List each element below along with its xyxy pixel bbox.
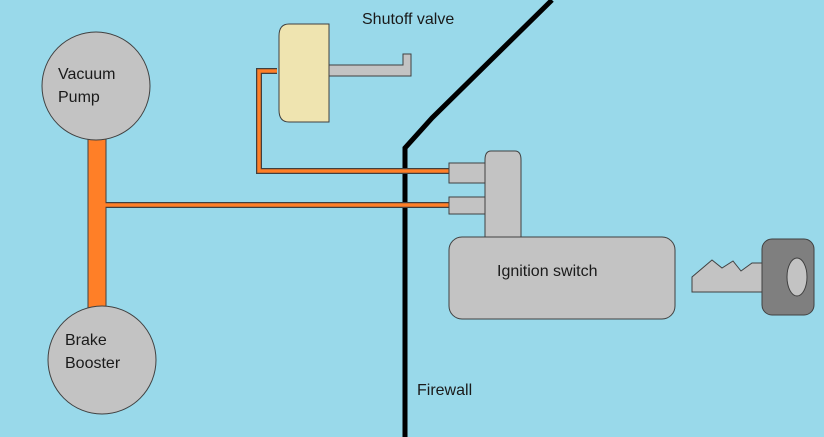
key-hole-icon [786, 257, 808, 297]
ignition-switch-label: Ignition switch [497, 263, 598, 280]
ignition-switch [448, 236, 676, 320]
vacuum-pump-label-line2: Pump [58, 89, 100, 106]
brake-booster-label-line2: Booster [65, 355, 121, 372]
shutoff-valve-handle [328, 53, 412, 77]
switch-port-lower [448, 196, 488, 215]
firewall-line [402, 0, 554, 437]
vacuum-pump-label-line1: Vacuum [58, 66, 116, 83]
brake-booster-label-line1: Brake [65, 332, 107, 349]
pump-booster-hose [87, 131, 107, 315]
brake-booster [47, 305, 157, 415]
ignition-switch-neck [484, 150, 522, 239]
switch-port-upper [448, 162, 488, 184]
key-blade-icon [691, 259, 766, 293]
firewall-label: Firewall [417, 382, 473, 399]
shutoff-valve [278, 23, 330, 123]
vacuum-pump [41, 31, 151, 141]
shutoff-valve-label: Shutoff valve [362, 11, 455, 28]
